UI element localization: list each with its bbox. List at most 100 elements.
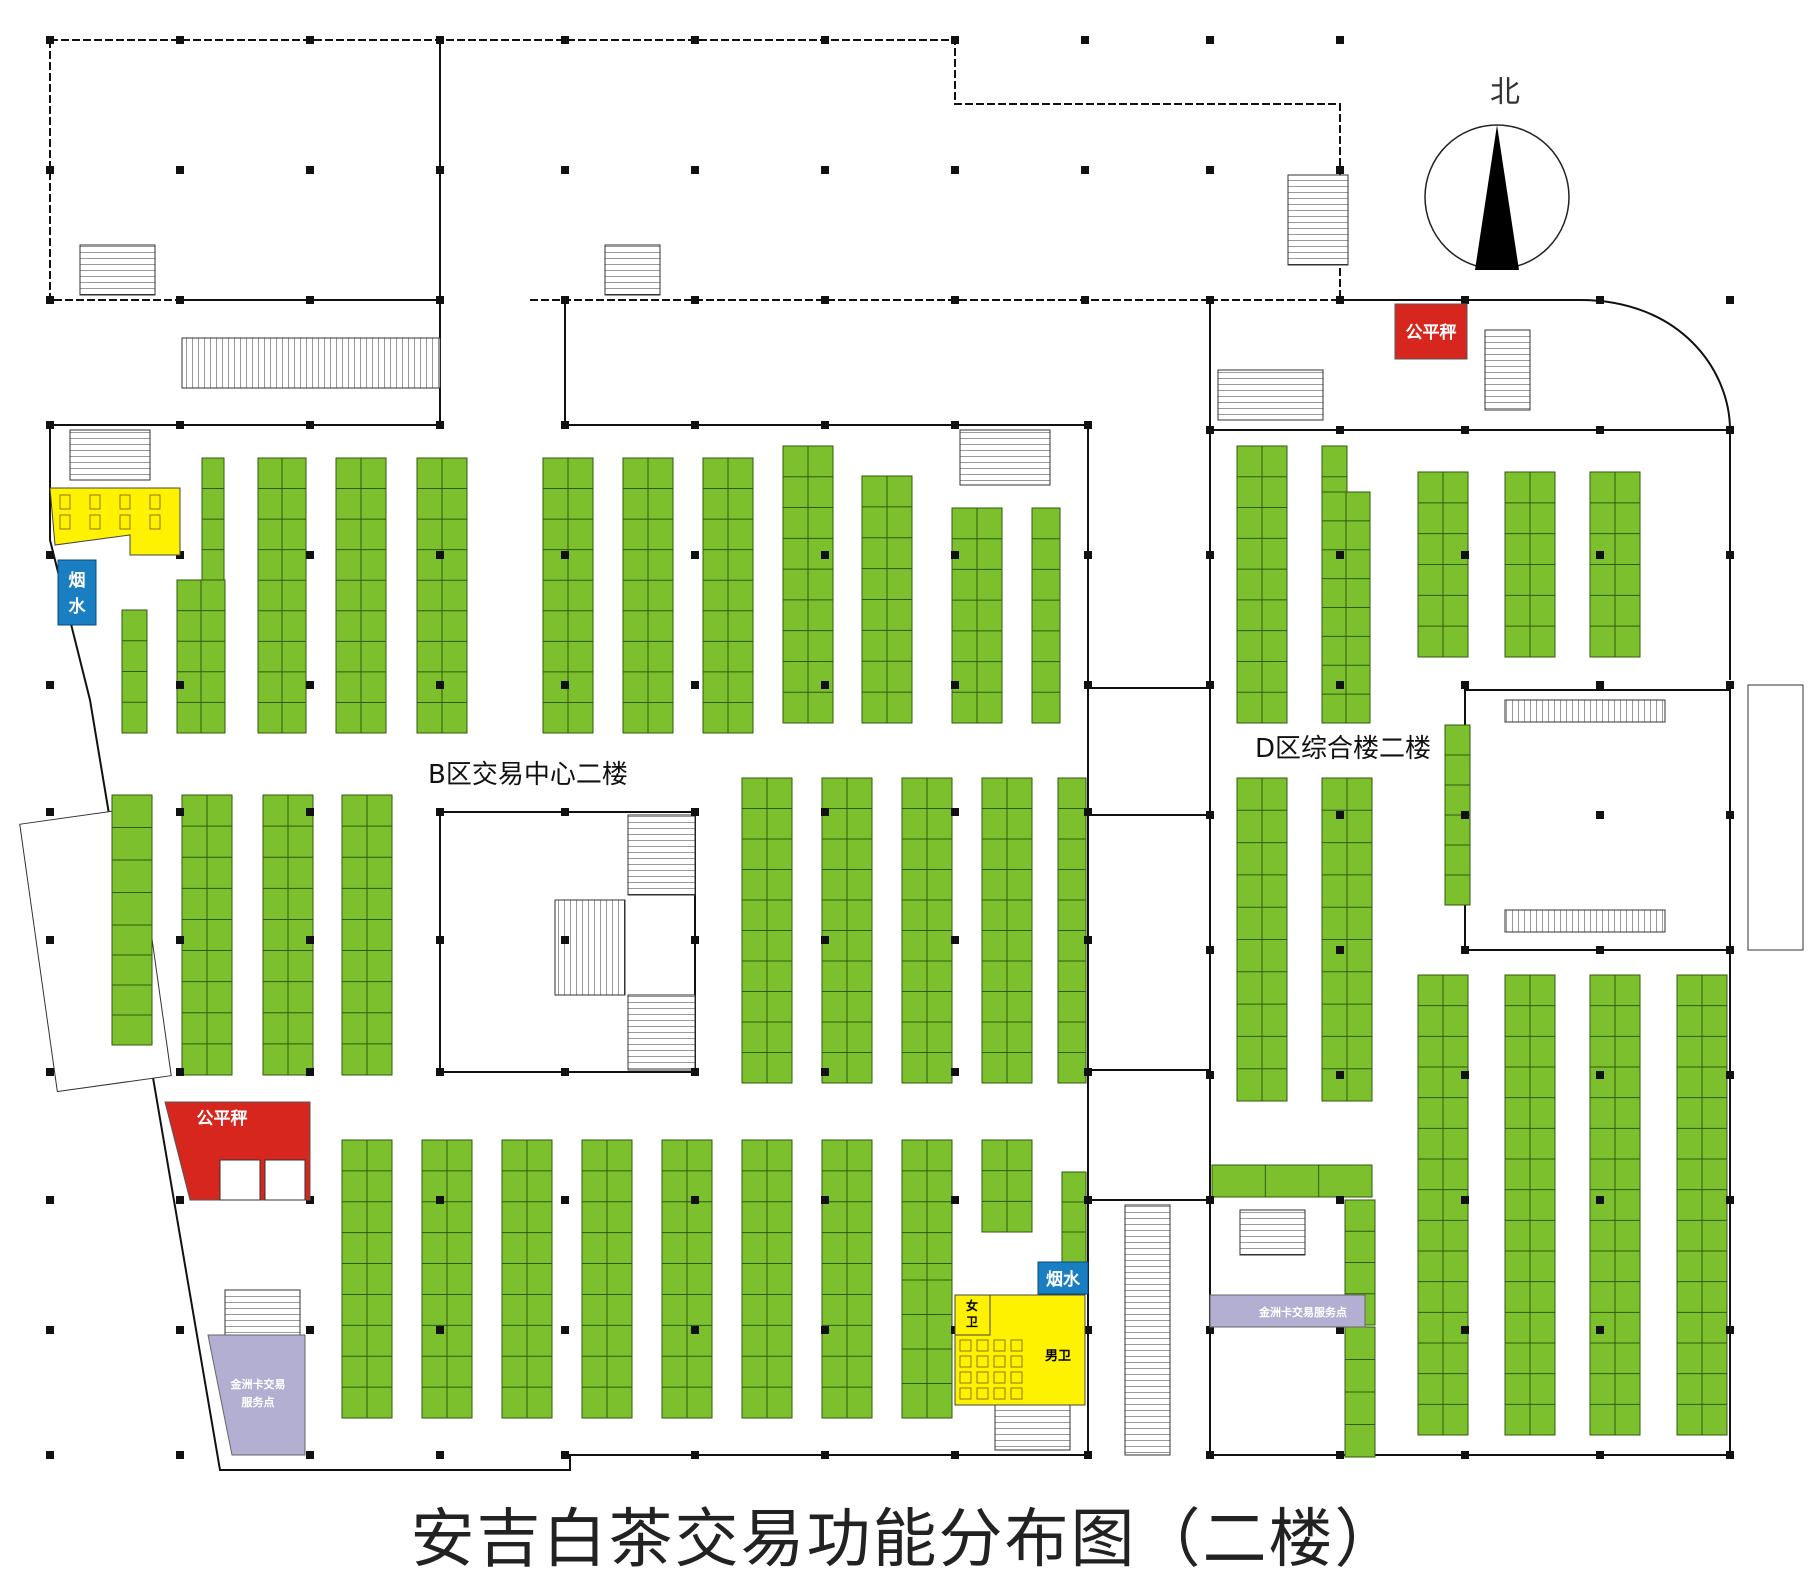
column xyxy=(1461,296,1469,304)
column xyxy=(436,551,444,559)
column xyxy=(1726,426,1734,434)
column xyxy=(436,808,444,816)
column xyxy=(1206,36,1214,44)
stall-block xyxy=(702,457,754,734)
column xyxy=(951,681,959,689)
stall-block xyxy=(421,1139,473,1419)
column xyxy=(1726,811,1734,819)
column xyxy=(176,1196,184,1204)
column xyxy=(306,166,314,174)
column xyxy=(1206,946,1214,954)
column xyxy=(176,681,184,689)
column xyxy=(1461,1071,1469,1079)
column xyxy=(1336,811,1344,819)
column xyxy=(951,551,959,559)
column xyxy=(1336,1196,1344,1204)
tobacco-west-label-2: 水 xyxy=(69,596,87,617)
column xyxy=(1081,296,1089,304)
card-service-d-label: 金洲卡交易服务点 xyxy=(1258,1305,1347,1319)
side-stall-grid xyxy=(1747,684,1804,951)
page-title: 安吉白茶交易功能分布图（二楼） xyxy=(410,1503,1401,1577)
column xyxy=(951,166,959,174)
column xyxy=(1336,681,1344,689)
tobacco-west-label-1: 烟 xyxy=(69,570,86,591)
column xyxy=(176,1451,184,1459)
column xyxy=(436,296,444,304)
column xyxy=(46,808,54,816)
column xyxy=(951,1451,959,1459)
column xyxy=(46,936,54,944)
column xyxy=(1084,551,1092,559)
card-service-d: 金洲卡交易服务点 xyxy=(1209,1294,1366,1328)
column xyxy=(1596,426,1604,434)
column xyxy=(1081,166,1089,174)
column xyxy=(1336,1326,1344,1334)
column xyxy=(436,1451,444,1459)
column xyxy=(1461,1451,1469,1459)
stall-block xyxy=(782,445,834,724)
column xyxy=(691,936,699,944)
column xyxy=(821,681,829,689)
column xyxy=(691,421,699,429)
column xyxy=(46,551,54,559)
column xyxy=(1461,1196,1469,1204)
stall-block xyxy=(501,1139,553,1419)
men-toilet-label: 男卫 xyxy=(1045,1349,1071,1364)
column xyxy=(821,1326,829,1334)
column xyxy=(306,551,314,559)
stall-block xyxy=(1236,445,1288,724)
column xyxy=(1084,681,1092,689)
column xyxy=(1726,681,1734,689)
column xyxy=(306,1326,314,1334)
column xyxy=(1461,426,1469,434)
women-toilet-label-2: 卫 xyxy=(966,1315,978,1329)
column xyxy=(1726,1071,1734,1079)
stall-block xyxy=(1321,491,1371,724)
column xyxy=(561,551,569,559)
column xyxy=(306,36,314,44)
column xyxy=(176,1068,184,1076)
stall-block xyxy=(861,475,913,724)
column xyxy=(691,681,699,689)
column xyxy=(436,681,444,689)
stall-block xyxy=(121,609,148,734)
stall-block xyxy=(951,507,1003,724)
column xyxy=(1596,1451,1604,1459)
column xyxy=(821,936,829,944)
column xyxy=(1206,811,1214,819)
column xyxy=(1726,1196,1734,1204)
column xyxy=(1084,1068,1092,1076)
stall-block xyxy=(901,1279,953,1419)
column xyxy=(436,936,444,944)
column xyxy=(436,166,444,174)
column xyxy=(1206,296,1214,304)
column xyxy=(1336,551,1344,559)
column xyxy=(46,421,54,429)
column xyxy=(561,1451,569,1459)
stall-block xyxy=(1031,507,1061,724)
stall-block xyxy=(581,1139,633,1419)
column xyxy=(436,36,444,44)
stall-block xyxy=(1057,777,1087,1084)
tobacco-west: 烟 水 xyxy=(57,559,97,626)
column xyxy=(1596,1326,1604,1334)
column xyxy=(1206,426,1214,434)
column xyxy=(561,1326,569,1334)
column xyxy=(1336,946,1344,954)
column xyxy=(1206,1326,1214,1334)
column xyxy=(561,166,569,174)
column xyxy=(561,36,569,44)
column xyxy=(1596,551,1604,559)
card-service-west-label-2: 服务点 xyxy=(242,1395,275,1409)
stall-block xyxy=(1504,974,1556,1436)
stall-block xyxy=(1589,471,1641,658)
scale-north: 公平秤 xyxy=(1394,303,1468,360)
column xyxy=(951,1068,959,1076)
column xyxy=(1206,1196,1214,1204)
column xyxy=(306,1068,314,1076)
column xyxy=(436,421,444,429)
tobacco-south-label: 烟水 xyxy=(1046,1269,1081,1290)
stall-block xyxy=(1344,1326,1376,1458)
column xyxy=(821,808,829,816)
